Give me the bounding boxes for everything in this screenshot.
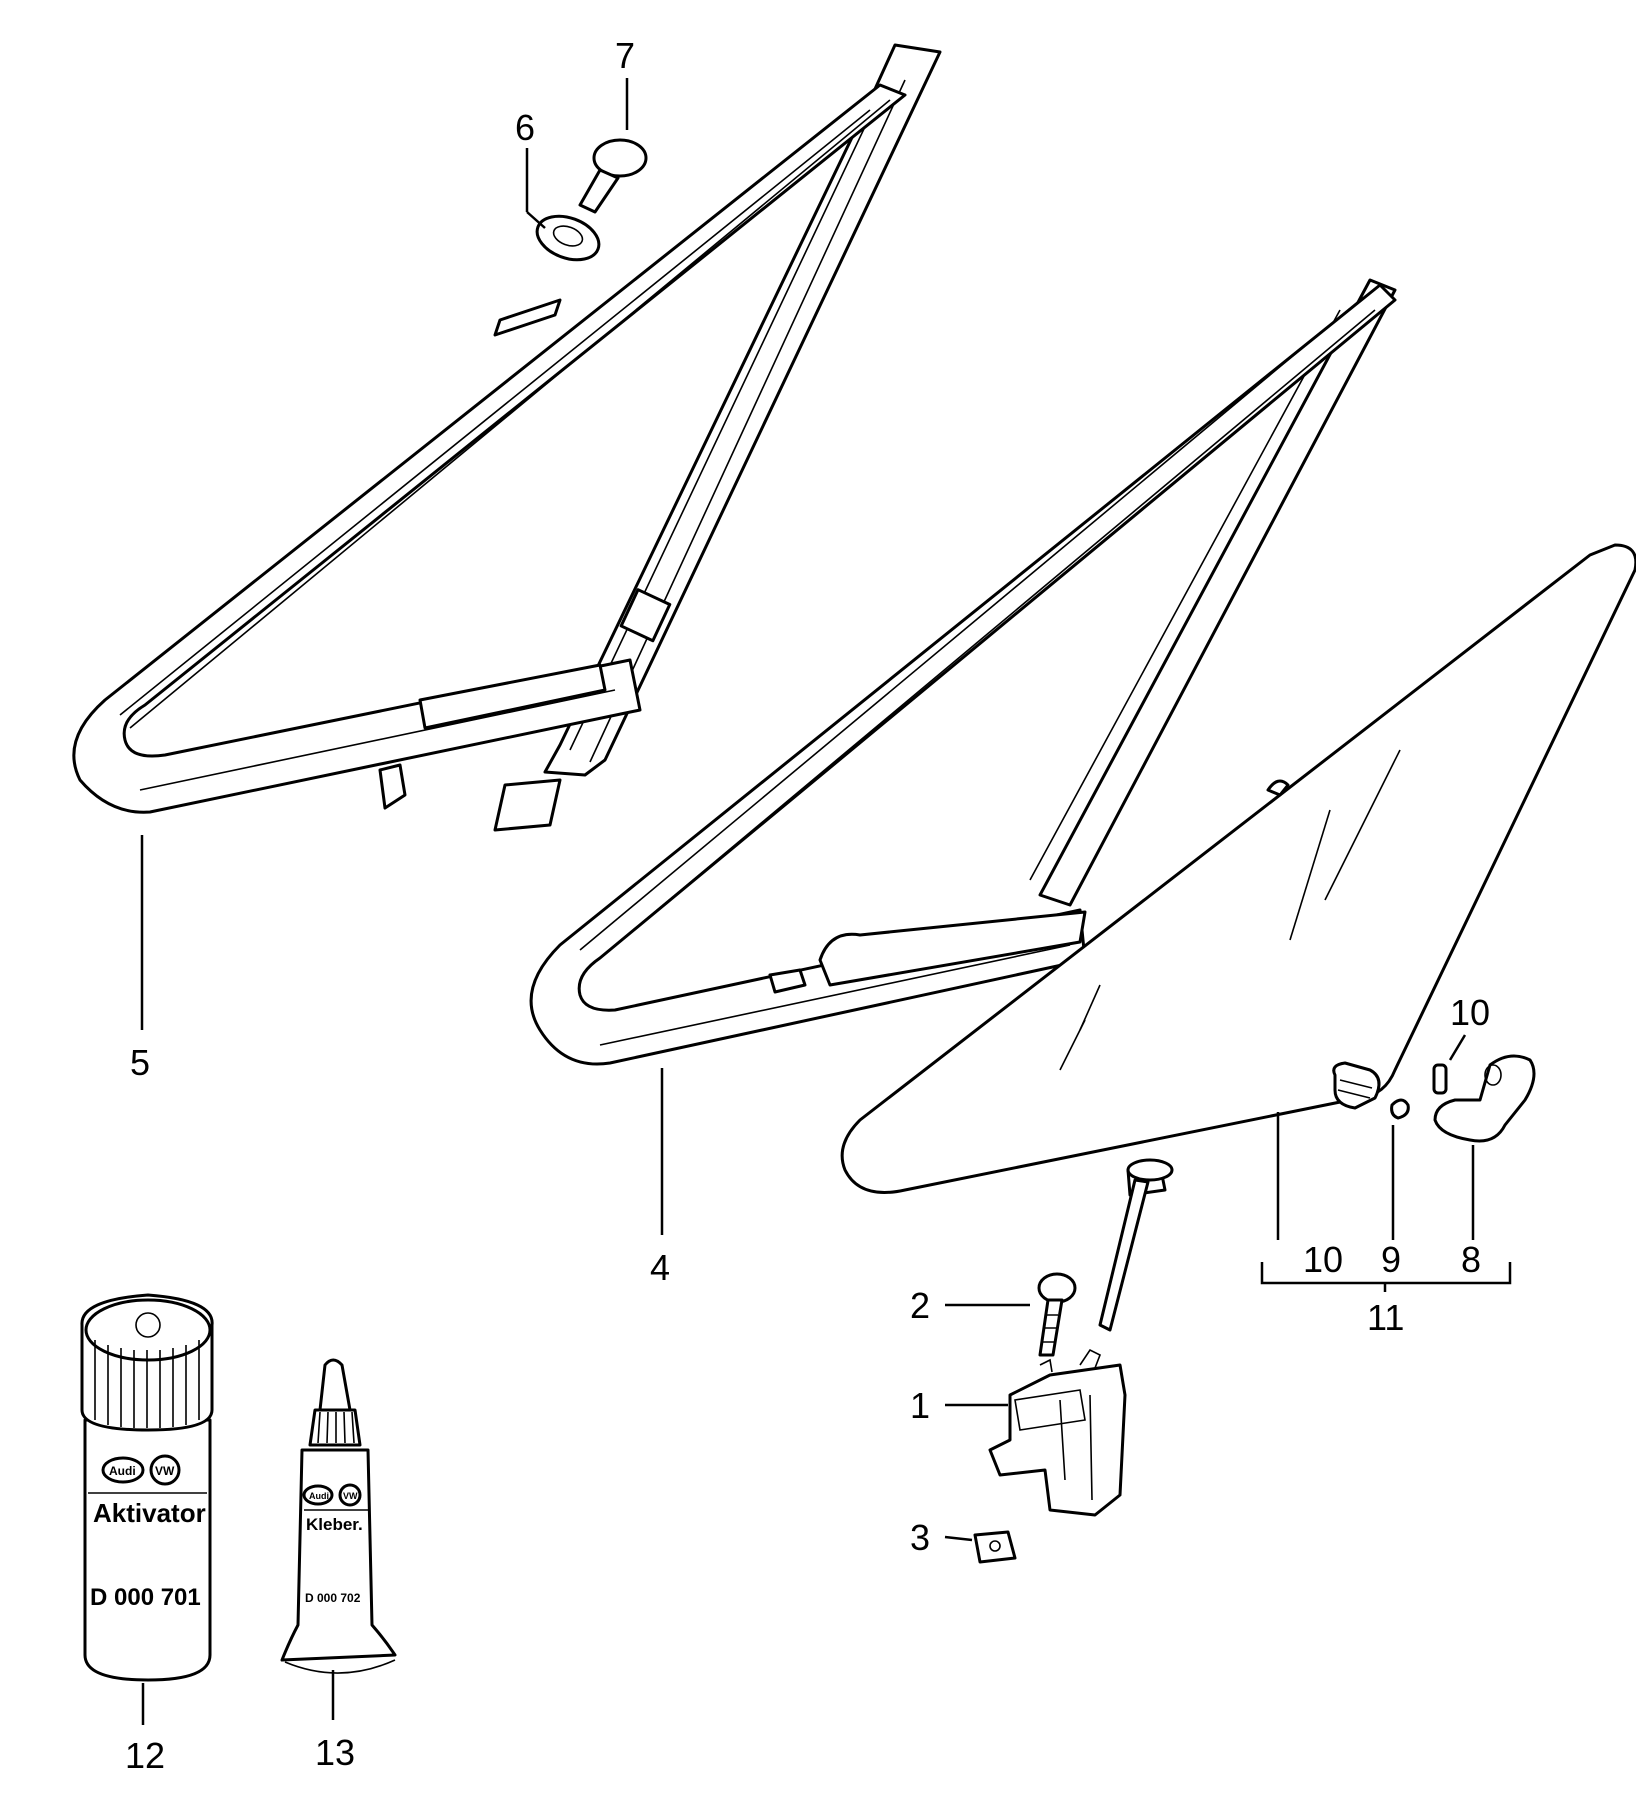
part-7-pin [578,138,648,214]
activator-brand-right: VW [155,1464,175,1478]
callout-7: 7 [615,35,635,76]
activator-name: Aktivator [93,1498,206,1528]
part-3-nut [973,1530,1017,1564]
part-4-seal-frame [529,278,1397,1066]
callout-12: 12 [125,1735,165,1776]
activator-code: D 000 701 [90,1584,201,1611]
part-8-handle [1433,1054,1536,1143]
activator-brand-logos: Audi VW [101,1454,181,1486]
part-12-activator-can: Audi VW Aktivator D 000 701 [80,1293,214,1682]
callout-9: 9 [1381,1239,1401,1280]
adhesive-name: Kleber. [306,1515,363,1534]
callout-5: 5 [130,1042,150,1083]
callout-1: 1 [910,1385,930,1426]
part-2-screw [1037,1272,1077,1357]
operating-rod [1098,1158,1174,1332]
callout-13: 13 [315,1732,355,1773]
callout-11: 11 [1367,1297,1404,1338]
callout-10b: 10 [1303,1239,1343,1280]
callout-3: 3 [910,1517,930,1558]
leader-line-3 [944,1535,973,1542]
part-5-outer-frame [72,43,942,832]
part-10-pin [1432,1063,1448,1095]
leader-line-6b [526,211,546,229]
adhesive-code: D 000 702 [305,1591,361,1605]
part-6-grommet [535,214,601,262]
adhesive-brand-left: Audi [309,1491,329,1501]
adhesive-brand-logos: Audi VW [302,1483,362,1507]
part-9-clip [1390,1098,1410,1120]
part-13-adhesive-tube: Audi VW Kleber. D 000 702 [280,1358,397,1674]
activator-brand-left: Audi [109,1464,136,1478]
part-1-bracket [988,1348,1127,1517]
callout-6: 6 [515,107,535,148]
part-threaded-stud [1332,1061,1381,1110]
callout-2: 2 [910,1285,930,1326]
callout-4: 4 [650,1247,670,1288]
adhesive-brand-right: VW [343,1491,358,1501]
leader-line-10a [1448,1034,1467,1061]
callout-8: 8 [1461,1239,1481,1280]
callout-10a: 10 [1450,992,1490,1033]
